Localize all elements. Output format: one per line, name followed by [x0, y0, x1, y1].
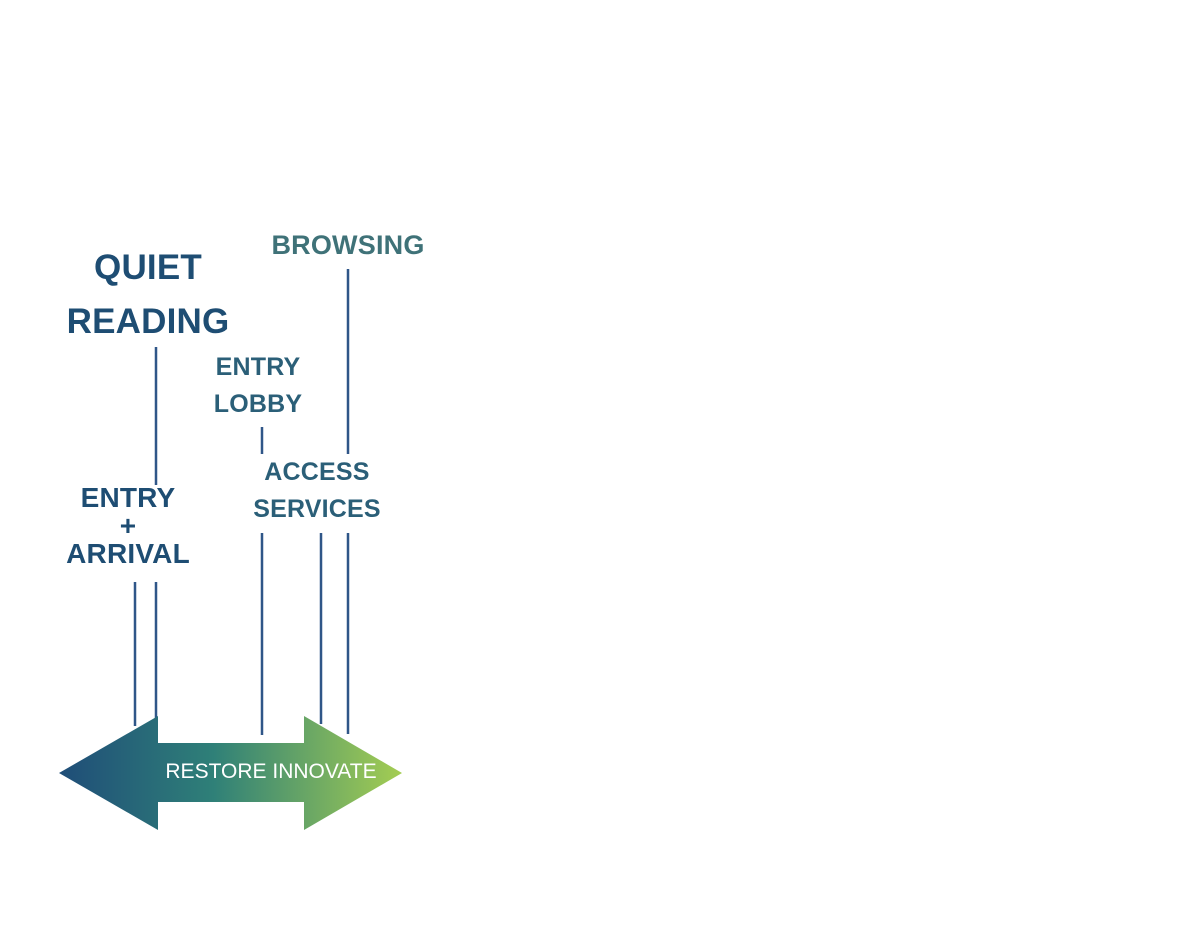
double-arrow-shape: [59, 716, 402, 830]
entry-lobby-label: ENTRY LOBBY: [208, 349, 308, 423]
browsing-line-1: BROWSING: [271, 230, 425, 260]
connector-lines: [133, 269, 350, 735]
arrow-label: RESTORE INNOVATE: [165, 760, 377, 783]
entry-arrival-line-2: +: [119, 510, 137, 541]
quiet-reading-line-1: QUIET: [94, 248, 202, 287]
entry-arrival-line-1: ENTRY: [80, 482, 176, 513]
access-services-line-2: SERVICES: [253, 495, 381, 523]
entry-arrival-label: ENTRY + ARRIVAL: [56, 481, 200, 571]
entry-lobby-line-2: LOBBY: [213, 390, 303, 418]
access-services-line-1: ACCESS: [264, 458, 370, 486]
quiet-reading-label: QUIET READING: [60, 241, 236, 349]
entry-lobby-line-1: ENTRY: [215, 353, 301, 381]
entry-arrival-line-3: ARRIVAL: [66, 538, 190, 569]
access-services-label: ACCESS SERVICES: [244, 454, 390, 528]
quiet-reading-line-2: READING: [66, 302, 230, 341]
browsing-label: BROWSING: [258, 226, 438, 264]
